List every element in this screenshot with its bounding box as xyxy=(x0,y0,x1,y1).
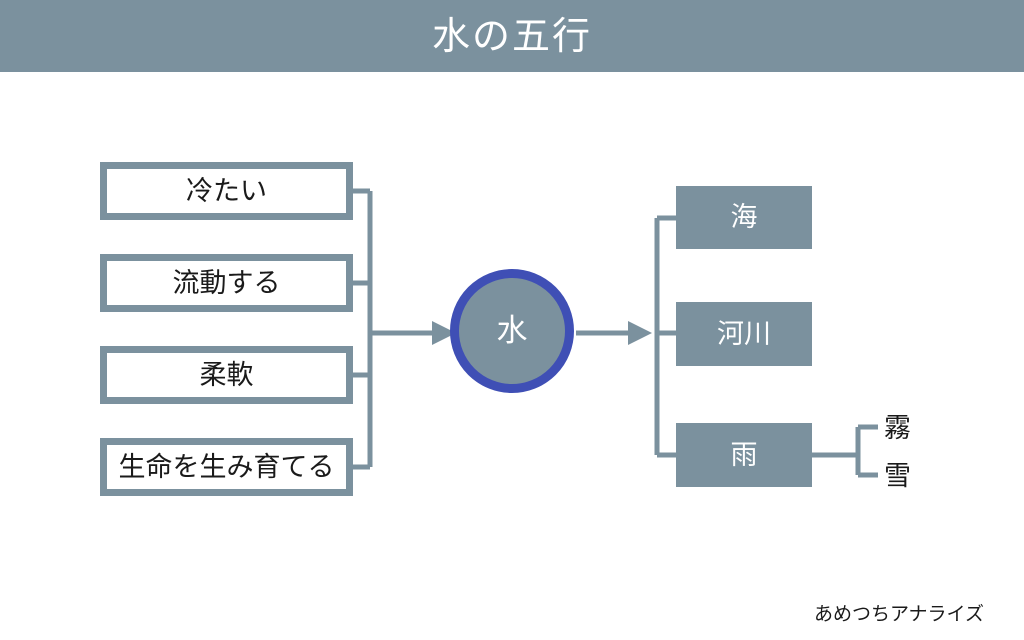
form-label: 雨 xyxy=(730,439,758,471)
attribute-box-nurtures-life[interactable]: 生命を生み育てる xyxy=(100,438,353,496)
center-node-water[interactable]: 水 xyxy=(450,269,574,393)
page-title: 水の五行 xyxy=(431,14,592,58)
attribute-box-cold[interactable]: 冷たい xyxy=(100,162,353,220)
attribute-box-flowing[interactable]: 流動する xyxy=(100,254,353,312)
form-box-river[interactable]: 河川 xyxy=(676,302,812,366)
attribute-label: 生命を生み育てる xyxy=(118,451,335,483)
form-box-sea[interactable]: 海 xyxy=(676,186,812,249)
attribute-label: 冷たい xyxy=(186,175,267,207)
attribute-label: 柔軟 xyxy=(199,359,254,391)
form-label: 河川 xyxy=(717,318,771,350)
footer-credit: あめつちアナライズ xyxy=(813,603,984,625)
form-box-rain[interactable]: 雨 xyxy=(676,423,812,487)
leaf-text-snow[interactable]: 雪 xyxy=(884,461,911,492)
arrow-left-to-center xyxy=(432,321,456,345)
attribute-box-flexible[interactable]: 柔軟 xyxy=(100,346,353,404)
attribute-label: 流動する xyxy=(172,267,281,299)
connector-lines xyxy=(353,188,878,478)
leaf-text-mist[interactable]: 霧 xyxy=(884,413,911,444)
arrow-center-to-right xyxy=(628,321,652,345)
center-node-label: 水 xyxy=(496,312,528,349)
form-label: 海 xyxy=(730,202,758,233)
diagram-canvas: 冷たい 流動する 柔軟 生命を生み育てる 水 海 河川 雨 霧 雪 xyxy=(0,72,1024,640)
header-bar: 水の五行 xyxy=(0,0,1024,72)
